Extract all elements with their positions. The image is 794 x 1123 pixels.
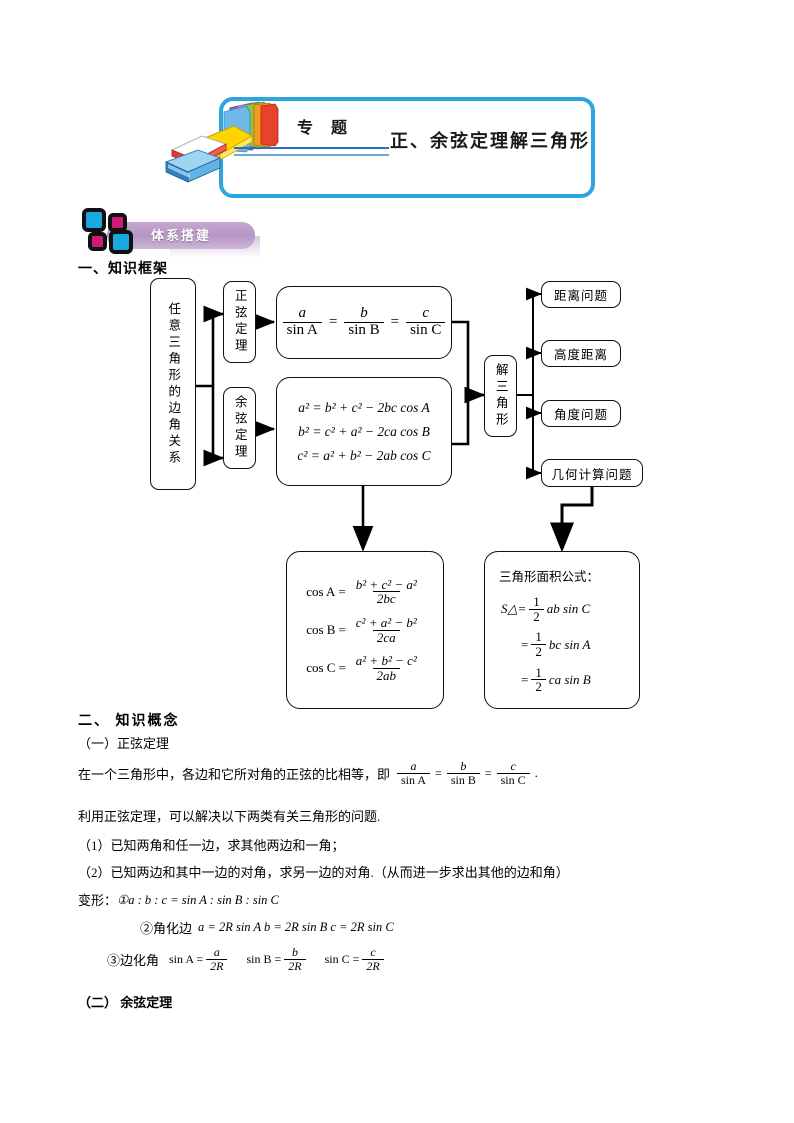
banner-title: 正、余弦定理解三角形 xyxy=(390,131,590,151)
books-illustration xyxy=(164,101,279,183)
sinA-den: 2R xyxy=(206,958,228,973)
cosB-den: 2ca xyxy=(372,629,400,645)
banner-rule xyxy=(234,147,389,156)
cosA-den: 2bc xyxy=(372,591,400,606)
diagram-box-cosine-law: 余弦定理 xyxy=(223,387,256,469)
area-l1-den: 2 xyxy=(529,608,544,624)
diagram-box-solve-triangle: 解三角形 xyxy=(484,355,517,437)
transform-3-label: ③边化角 xyxy=(107,952,160,968)
inline-sine-b-den: sin B xyxy=(446,772,480,787)
inline-sine-a-den: sin A xyxy=(397,772,431,787)
inline-sine-b-num: b xyxy=(460,759,467,773)
heading-knowledge-framework: 一、知识框架 xyxy=(78,262,168,277)
sinC-lhs: sin C = xyxy=(324,951,360,966)
subheading-cosine-law: （二） 余弦定理 xyxy=(78,995,173,1010)
sinA-lhs: sin A = xyxy=(169,951,204,966)
diagram-box-cosine-formulas: a² = b² + c² − 2bc cos A b² = c² + a² − … xyxy=(276,377,452,486)
diagram-box-triangle-relation: 任意三角形的边角关系 xyxy=(150,278,196,490)
area-box-title: 三角形面积公式： xyxy=(499,570,600,585)
pinwheel-squares-icon xyxy=(82,208,133,254)
cosB-num: c² + a² − b² xyxy=(355,614,417,630)
diagram-box-angle-problem: 角度问题 xyxy=(541,400,621,427)
cosC-num: a² + b² − c² xyxy=(355,653,417,669)
badge-label: 体系搭建 xyxy=(150,228,211,243)
inline-sine-c-num: c xyxy=(510,759,516,773)
area-l1-lhs: S△= xyxy=(501,601,527,617)
area-l2-lhs: = xyxy=(521,636,529,652)
eq1: = xyxy=(328,314,338,330)
sine-def-text: 在一个三角形中，各边和它所对角的正弦的比相等，即 xyxy=(78,766,391,782)
transform-2-formula: a = 2R sin A b = 2R sin B c = 2R sin C xyxy=(198,920,394,934)
sinC-den: 2R xyxy=(362,958,384,973)
cosC-den: 2ab xyxy=(372,667,401,683)
eq2: = xyxy=(390,314,400,330)
area-l3-num: 1 xyxy=(535,664,542,680)
heading-knowledge-concept: 二、 知识概念 xyxy=(78,714,180,729)
cosA-lhs: cos A xyxy=(306,583,336,599)
list-item-2: （2）已知两边和其中一边的对角，求另一边的对角.（从而进一步求出其他的边和角） xyxy=(78,865,569,880)
sine-b-den: sin B xyxy=(344,322,384,339)
transform-2-label: ②角化边 xyxy=(140,921,193,936)
diagram-box-distance-problem: 距离问题 xyxy=(541,281,621,308)
inline-sine-a-num: a xyxy=(410,759,417,773)
sinA-num: a xyxy=(213,945,220,959)
sine-c-num: c xyxy=(422,305,430,322)
area-l3-lhs: = xyxy=(521,671,529,687)
sine-b-num: b xyxy=(360,305,368,322)
area-l2-rhs: bc sin A xyxy=(548,636,591,652)
list-item-1: （1）已知两角和任一边，求其他两边和一角； xyxy=(78,838,345,853)
area-l2-num: 1 xyxy=(535,629,542,645)
cosB-lhs: cos B xyxy=(306,622,336,637)
transform-line-2: ②角化边 a = 2R sin A b = 2R sin B c = 2R si… xyxy=(140,918,394,937)
paragraph-usage: 利用正弦定理，可以解决以下两类有关三角形的问题. xyxy=(78,809,381,824)
sine-a-den: sin A xyxy=(282,322,322,339)
area-l2-den: 2 xyxy=(531,644,546,659)
cosine-formula-line: b² = c² + a² − 2ca cos B xyxy=(298,423,430,439)
subheading-sine-law: （一）正弦定理 xyxy=(78,736,170,751)
sine-c-den: sin C xyxy=(406,322,446,339)
sine-a-num: a xyxy=(298,305,307,322)
banner-label: 专 题 xyxy=(297,120,355,137)
transform-label: 变形： xyxy=(78,893,118,908)
diagram-box-geometry-calculation: 几何计算问题 xyxy=(541,459,643,487)
cosine-formula-line: a² = b² + c² − 2bc cos A xyxy=(298,399,430,415)
sinB-num: b xyxy=(291,945,298,959)
area-l3-den: 2 xyxy=(531,679,546,694)
transform-1-formula: ①a : b : c = sin A : sin B : sin C xyxy=(117,892,279,907)
sinB-den: 2R xyxy=(284,958,306,973)
sine-def-period: . xyxy=(534,765,538,781)
area-l3-rhs: ca sin B xyxy=(548,671,591,687)
cosine-formula-line: c² = a² + b² − 2ab cos C xyxy=(297,447,431,463)
area-l1-rhs: ab sin C xyxy=(546,601,591,617)
transform-line-1: 变形： ①a : b : c = sin A : sin B : sin C xyxy=(78,890,279,909)
cosA-num: b² + c² − a² xyxy=(355,576,417,592)
sinB-lhs: sin B = xyxy=(246,951,282,966)
inline-sine-c-den: sin C xyxy=(496,772,530,787)
cosC-lhs: cos C xyxy=(306,660,336,676)
diagram-box-sine-law: 正弦定理 xyxy=(223,281,256,363)
area-l1-num: 1 xyxy=(533,594,540,610)
diagram-box-height-distance: 高度距离 xyxy=(541,340,621,367)
sinC-num: c xyxy=(370,945,376,959)
